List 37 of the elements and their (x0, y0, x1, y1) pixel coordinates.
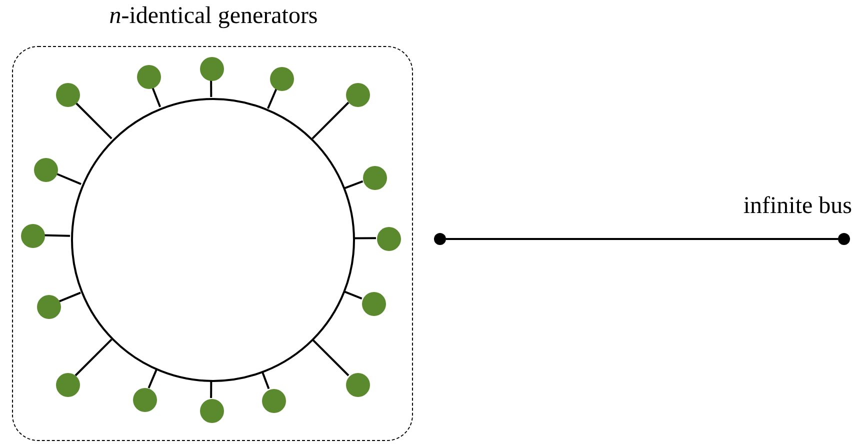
connector-line (210, 381, 212, 398)
bus-line (446, 238, 838, 240)
generator-dot (200, 399, 224, 423)
connector-line (261, 371, 270, 390)
bus-label: infinite bus (743, 193, 852, 220)
generator-dot (346, 83, 370, 107)
generator-dot (137, 65, 161, 89)
generator-dot (34, 158, 58, 182)
connector-line (58, 292, 81, 302)
generator-dot (37, 295, 61, 319)
connector-line (312, 338, 350, 376)
generator-dot (270, 67, 294, 91)
connector-line (344, 290, 362, 300)
connector-line (148, 369, 158, 388)
connector-line (344, 180, 364, 190)
generator-dot (262, 389, 286, 413)
generator-dot (362, 292, 386, 316)
connector-line (267, 88, 278, 109)
generator-dot (133, 388, 157, 412)
connector-line (312, 102, 350, 140)
connector-line (151, 86, 162, 108)
connector-line (56, 172, 82, 186)
bus-node-dot (838, 233, 850, 245)
generator-dot (56, 373, 80, 397)
generator-dot (346, 373, 370, 397)
connector-line (354, 237, 376, 240)
generator-dot (200, 57, 224, 81)
bus-node-dot (434, 233, 446, 245)
connector-line (74, 338, 112, 376)
connector-line (74, 102, 112, 140)
connector-line (210, 80, 212, 97)
generator-dot (377, 227, 401, 251)
group-heading: n-identical generators (108, 3, 319, 30)
generator-dot (363, 166, 387, 190)
generator-dot (56, 83, 80, 107)
generator-dot (21, 224, 45, 248)
connector-line (44, 234, 70, 237)
